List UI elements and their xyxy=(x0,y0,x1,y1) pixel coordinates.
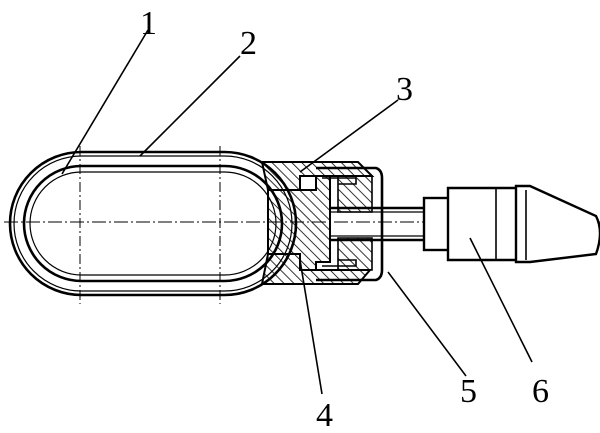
label-6: 6 xyxy=(532,373,549,410)
label-5: 5 xyxy=(460,373,477,410)
core-block xyxy=(267,175,331,271)
label-1: 1 xyxy=(140,5,157,42)
oval-ring xyxy=(8,150,298,297)
label-3: 3 xyxy=(396,71,413,108)
leader-lines xyxy=(61,29,533,395)
shaft xyxy=(330,206,430,242)
front-cap xyxy=(316,166,384,282)
guide-lines xyxy=(79,146,221,304)
knob xyxy=(422,184,600,264)
label-4: 4 xyxy=(316,397,333,433)
label-2: 2 xyxy=(240,25,257,62)
